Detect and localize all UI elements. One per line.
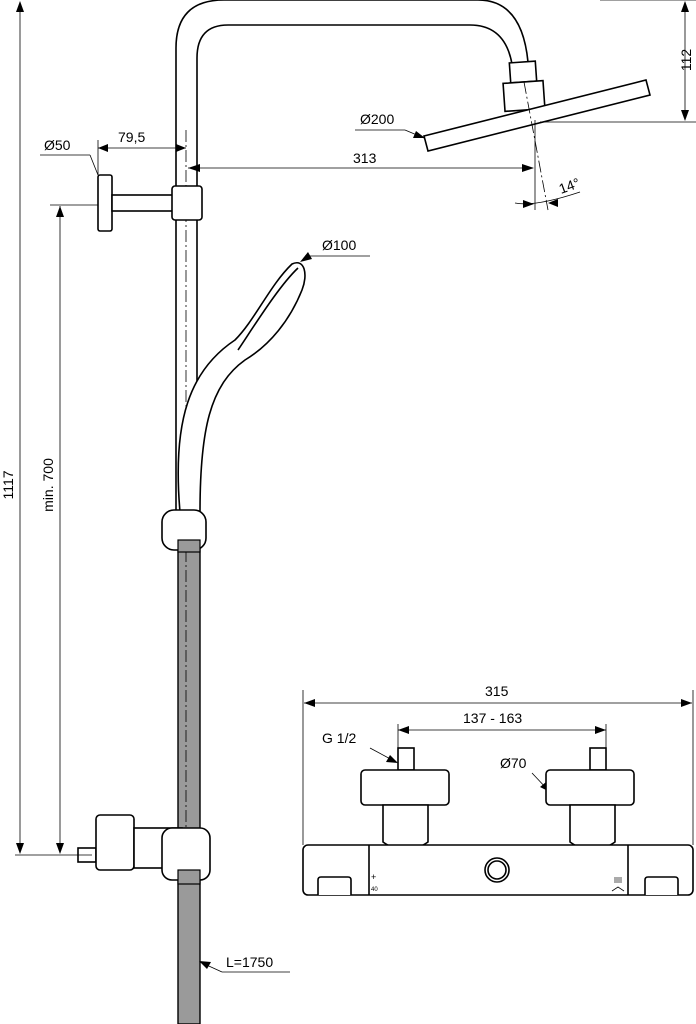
mixer-plus-mark: + bbox=[371, 872, 376, 882]
bath-icon bbox=[611, 886, 625, 892]
cap-right bbox=[545, 769, 635, 806]
hose bbox=[177, 539, 201, 1024]
dim-hand-shower-diameter: Ø100 bbox=[322, 237, 356, 253]
button-ring bbox=[484, 857, 510, 883]
arrowhead bbox=[16, 843, 24, 854]
arrowhead bbox=[56, 843, 64, 854]
shower-icon bbox=[614, 877, 622, 883]
arrowhead bbox=[304, 699, 315, 707]
arrowhead bbox=[681, 110, 689, 121]
inlet-thread-right bbox=[589, 747, 607, 771]
arrowhead bbox=[523, 200, 534, 208]
head-axis bbox=[523, 81, 549, 211]
bracket-arm bbox=[111, 194, 177, 212]
dim-total-height: 1117 bbox=[0, 470, 16, 499]
handle-left bbox=[317, 876, 352, 895]
inlet-thread-left bbox=[397, 747, 415, 771]
mixer-temp-mark: 40 bbox=[371, 887, 378, 893]
arrowhead bbox=[199, 961, 211, 969]
hand-shower-face-line bbox=[237, 267, 299, 351]
arrowhead bbox=[16, 1, 24, 12]
neck-left bbox=[382, 804, 429, 851]
dim-mixer-width: 315 bbox=[485, 683, 509, 699]
mixer-button bbox=[487, 860, 507, 880]
dim-head-projection: 313 bbox=[353, 150, 377, 166]
dim-bracket-offset: 79,5 bbox=[118, 129, 145, 145]
arrowhead bbox=[548, 199, 558, 207]
head-angle-arc bbox=[514, 191, 581, 205]
arrowhead bbox=[300, 252, 312, 262]
arrowhead bbox=[413, 131, 425, 138]
shower-head bbox=[423, 79, 651, 152]
hand-shower bbox=[177, 261, 306, 513]
arrowhead bbox=[98, 144, 108, 152]
wall-plate bbox=[97, 174, 113, 232]
arrowhead bbox=[681, 699, 692, 707]
head-nut bbox=[508, 60, 538, 84]
arrowhead bbox=[386, 755, 398, 763]
arrowhead bbox=[176, 144, 186, 152]
arrowhead bbox=[188, 164, 200, 172]
rail-inner bbox=[196, 24, 513, 510]
arrowhead bbox=[681, 1, 689, 12]
rail-clamp bbox=[171, 185, 203, 221]
dim-head-height: 112 bbox=[678, 49, 694, 72]
dim-thread: G 1/2 bbox=[322, 730, 356, 746]
dim-inlet-spacing: 137 - 163 bbox=[463, 710, 522, 726]
arrowhead bbox=[56, 206, 64, 217]
dim-min-height: min. 700 bbox=[40, 458, 56, 512]
dim-hose-length: L=1750 bbox=[226, 954, 273, 970]
cap-left bbox=[360, 769, 450, 806]
mixer-body bbox=[302, 844, 694, 896]
dim-cap-diameter: Ø70 bbox=[500, 755, 527, 771]
arrowhead bbox=[398, 726, 409, 734]
rail-outer bbox=[175, 0, 529, 540]
handle-right bbox=[644, 876, 679, 895]
wall-outlet bbox=[95, 814, 135, 871]
hose-segment bbox=[177, 539, 201, 553]
arrowhead bbox=[522, 164, 534, 172]
dim-head-diameter: Ø200 bbox=[360, 111, 394, 127]
bracket-diameter-leader bbox=[89, 154, 99, 176]
arrowhead bbox=[595, 726, 606, 734]
dim-bracket-diameter: Ø50 bbox=[44, 137, 71, 153]
hose-segment bbox=[177, 869, 201, 885]
dim-head-angle: 14° bbox=[557, 175, 582, 197]
neck-right bbox=[569, 804, 616, 851]
